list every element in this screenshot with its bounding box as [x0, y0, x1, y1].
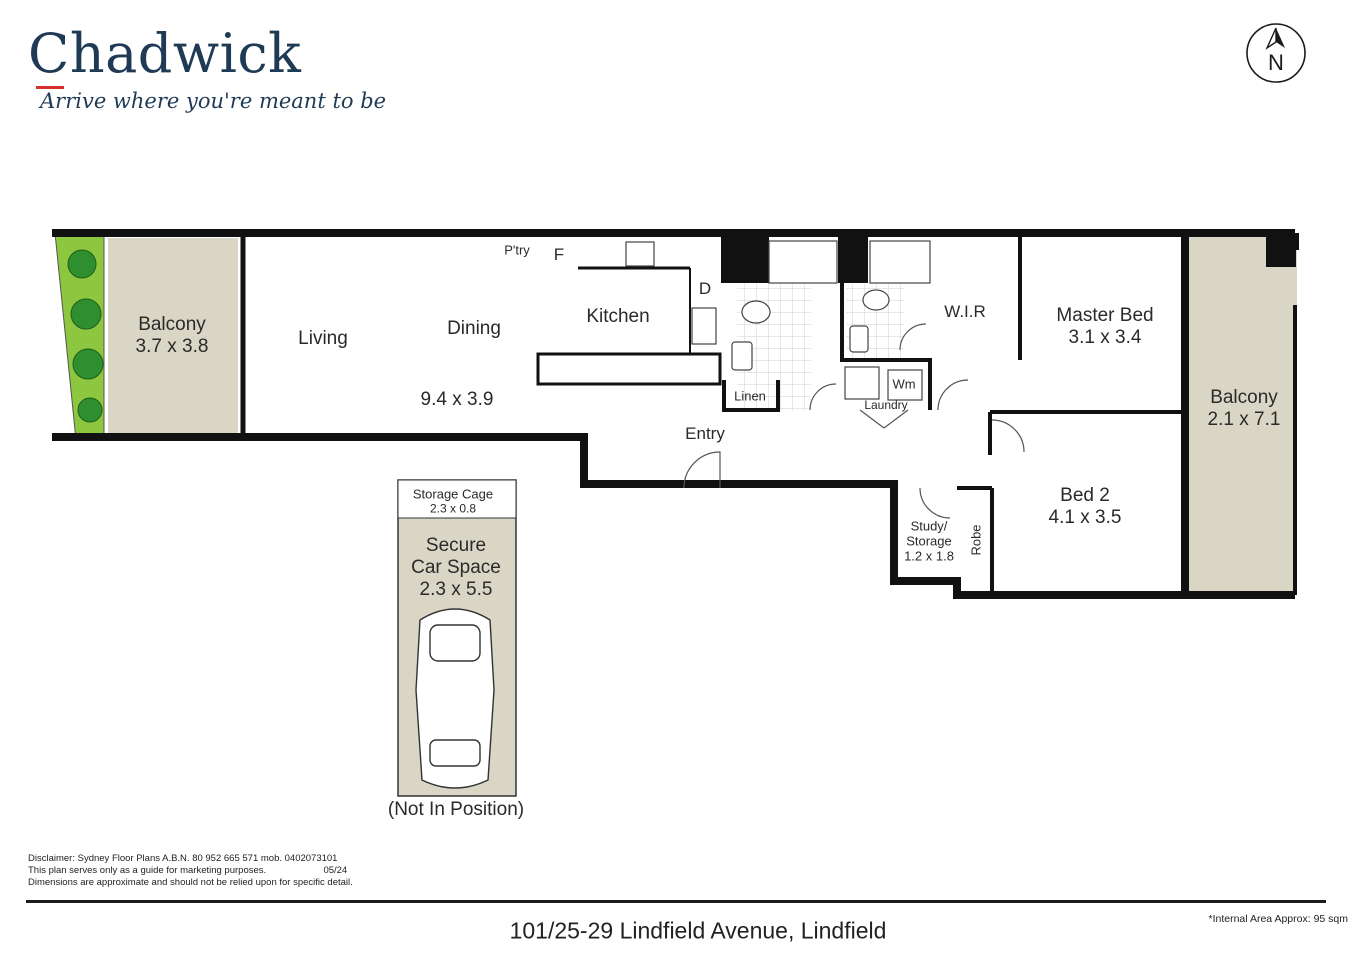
- service-riser-3: [1266, 237, 1296, 267]
- footer-rule: [26, 900, 1326, 903]
- balcony-east-floor: [1189, 237, 1297, 593]
- storage-cage: [397, 479, 517, 519]
- disclaimer-line1: Disclaimer: Sydney Floor Plans A.B.N. 80…: [28, 853, 338, 864]
- car-icon: [415, 608, 495, 789]
- pantry-label: P'try: [504, 242, 530, 258]
- car-space-size: 2.3 x 5.5: [419, 578, 493, 600]
- service-riser-1: [721, 237, 769, 283]
- north-letter: N: [1268, 50, 1284, 75]
- balcony-west-name: Balcony: [138, 314, 206, 336]
- storage-cage-name: Storage Cage: [412, 486, 494, 502]
- dining-label: Dining: [447, 318, 501, 340]
- car-space-line1: Secure: [425, 535, 487, 557]
- internal-area: *Internal Area Approx: 95 sqm: [1208, 913, 1349, 925]
- disclaimer-line2: This plan serves only as a guide for mar…: [28, 865, 267, 876]
- balcony-east-name: Balcony: [1210, 387, 1278, 409]
- shower-icons: [768, 240, 931, 284]
- master-bed-name: Master Bed: [1056, 305, 1154, 327]
- living-dining-size: 9.4 x 3.9: [420, 389, 494, 411]
- storage-cage-size: 2.3 x 0.8: [429, 501, 477, 516]
- dishwasher-label: D: [698, 279, 712, 299]
- robe-label: Robe: [968, 524, 984, 556]
- wir-label: W.I.R: [944, 302, 986, 322]
- study-name-line1: Study/: [910, 518, 948, 534]
- brand-logo: Chadwick Arrive where you're meant to be: [28, 20, 386, 130]
- disclaimer-line2-row: This plan serves only as a guide for mar…: [28, 865, 353, 877]
- kitchen-label: Kitchen: [586, 306, 650, 328]
- study-size: 1.2 x 1.8: [904, 548, 954, 564]
- brand-tagline: Arrive where you're meant to be: [40, 89, 387, 113]
- balcony-east-size: 2.1 x 7.1: [1207, 409, 1281, 430]
- north-arrow-icon: N: [1246, 23, 1306, 83]
- entry-label: Entry: [685, 424, 725, 444]
- living-label: Living: [298, 328, 348, 350]
- plant-icons: [67, 249, 104, 423]
- disclaimer: Disclaimer: Sydney Floor Plans A.B.N. 80…: [28, 853, 353, 889]
- disclaimer-line3: Dimensions are approximate and should no…: [28, 877, 353, 888]
- master-bed-size: 3.1 x 3.4: [1068, 327, 1142, 348]
- storage-cage-label: Storage Cage 2.3 x 0.8: [412, 486, 494, 517]
- fridge-label: F: [553, 245, 565, 265]
- study-label: Study/ Storage 1.2 x 1.8: [904, 518, 954, 565]
- laundry-label: Laundry: [864, 398, 908, 413]
- brand-accent-bar: [36, 86, 64, 89]
- balcony-west-size: 3.7 x 3.8: [135, 336, 209, 357]
- study-name-line2: Storage: [906, 533, 952, 549]
- washing-machine-label: Wm: [892, 376, 916, 392]
- balcony-east-label: Balcony 2.1 x 7.1: [1208, 387, 1281, 431]
- master-bed-label: Master Bed 3.1 x 3.4: [1056, 305, 1153, 349]
- service-riser-2: [838, 237, 868, 283]
- linen-label: Linen: [734, 388, 766, 404]
- brand-name: Chadwick: [28, 22, 302, 85]
- car-space-note: (Not In Position): [387, 799, 525, 821]
- bed2-name: Bed 2: [1060, 485, 1110, 507]
- disclaimer-date: 05/24: [323, 865, 348, 876]
- car-space-label: Secure Car Space 2.3 x 5.5: [411, 535, 501, 601]
- balcony-west-label: Balcony 3.7 x 3.8: [136, 314, 209, 358]
- walls: [52, 229, 1299, 599]
- property-address: 101/25-29 Lindfield Avenue, Lindfield: [509, 917, 887, 944]
- bed2-label: Bed 2 4.1 x 3.5: [1049, 485, 1122, 529]
- kitchen-fixture-icons: [625, 241, 717, 345]
- door-swings: [683, 323, 1025, 519]
- sanitary-icons: [731, 289, 923, 401]
- car-space-line2: Car Space: [411, 557, 501, 579]
- balcony-west-floor: [108, 238, 238, 434]
- bed2-size: 4.1 x 3.5: [1048, 507, 1122, 528]
